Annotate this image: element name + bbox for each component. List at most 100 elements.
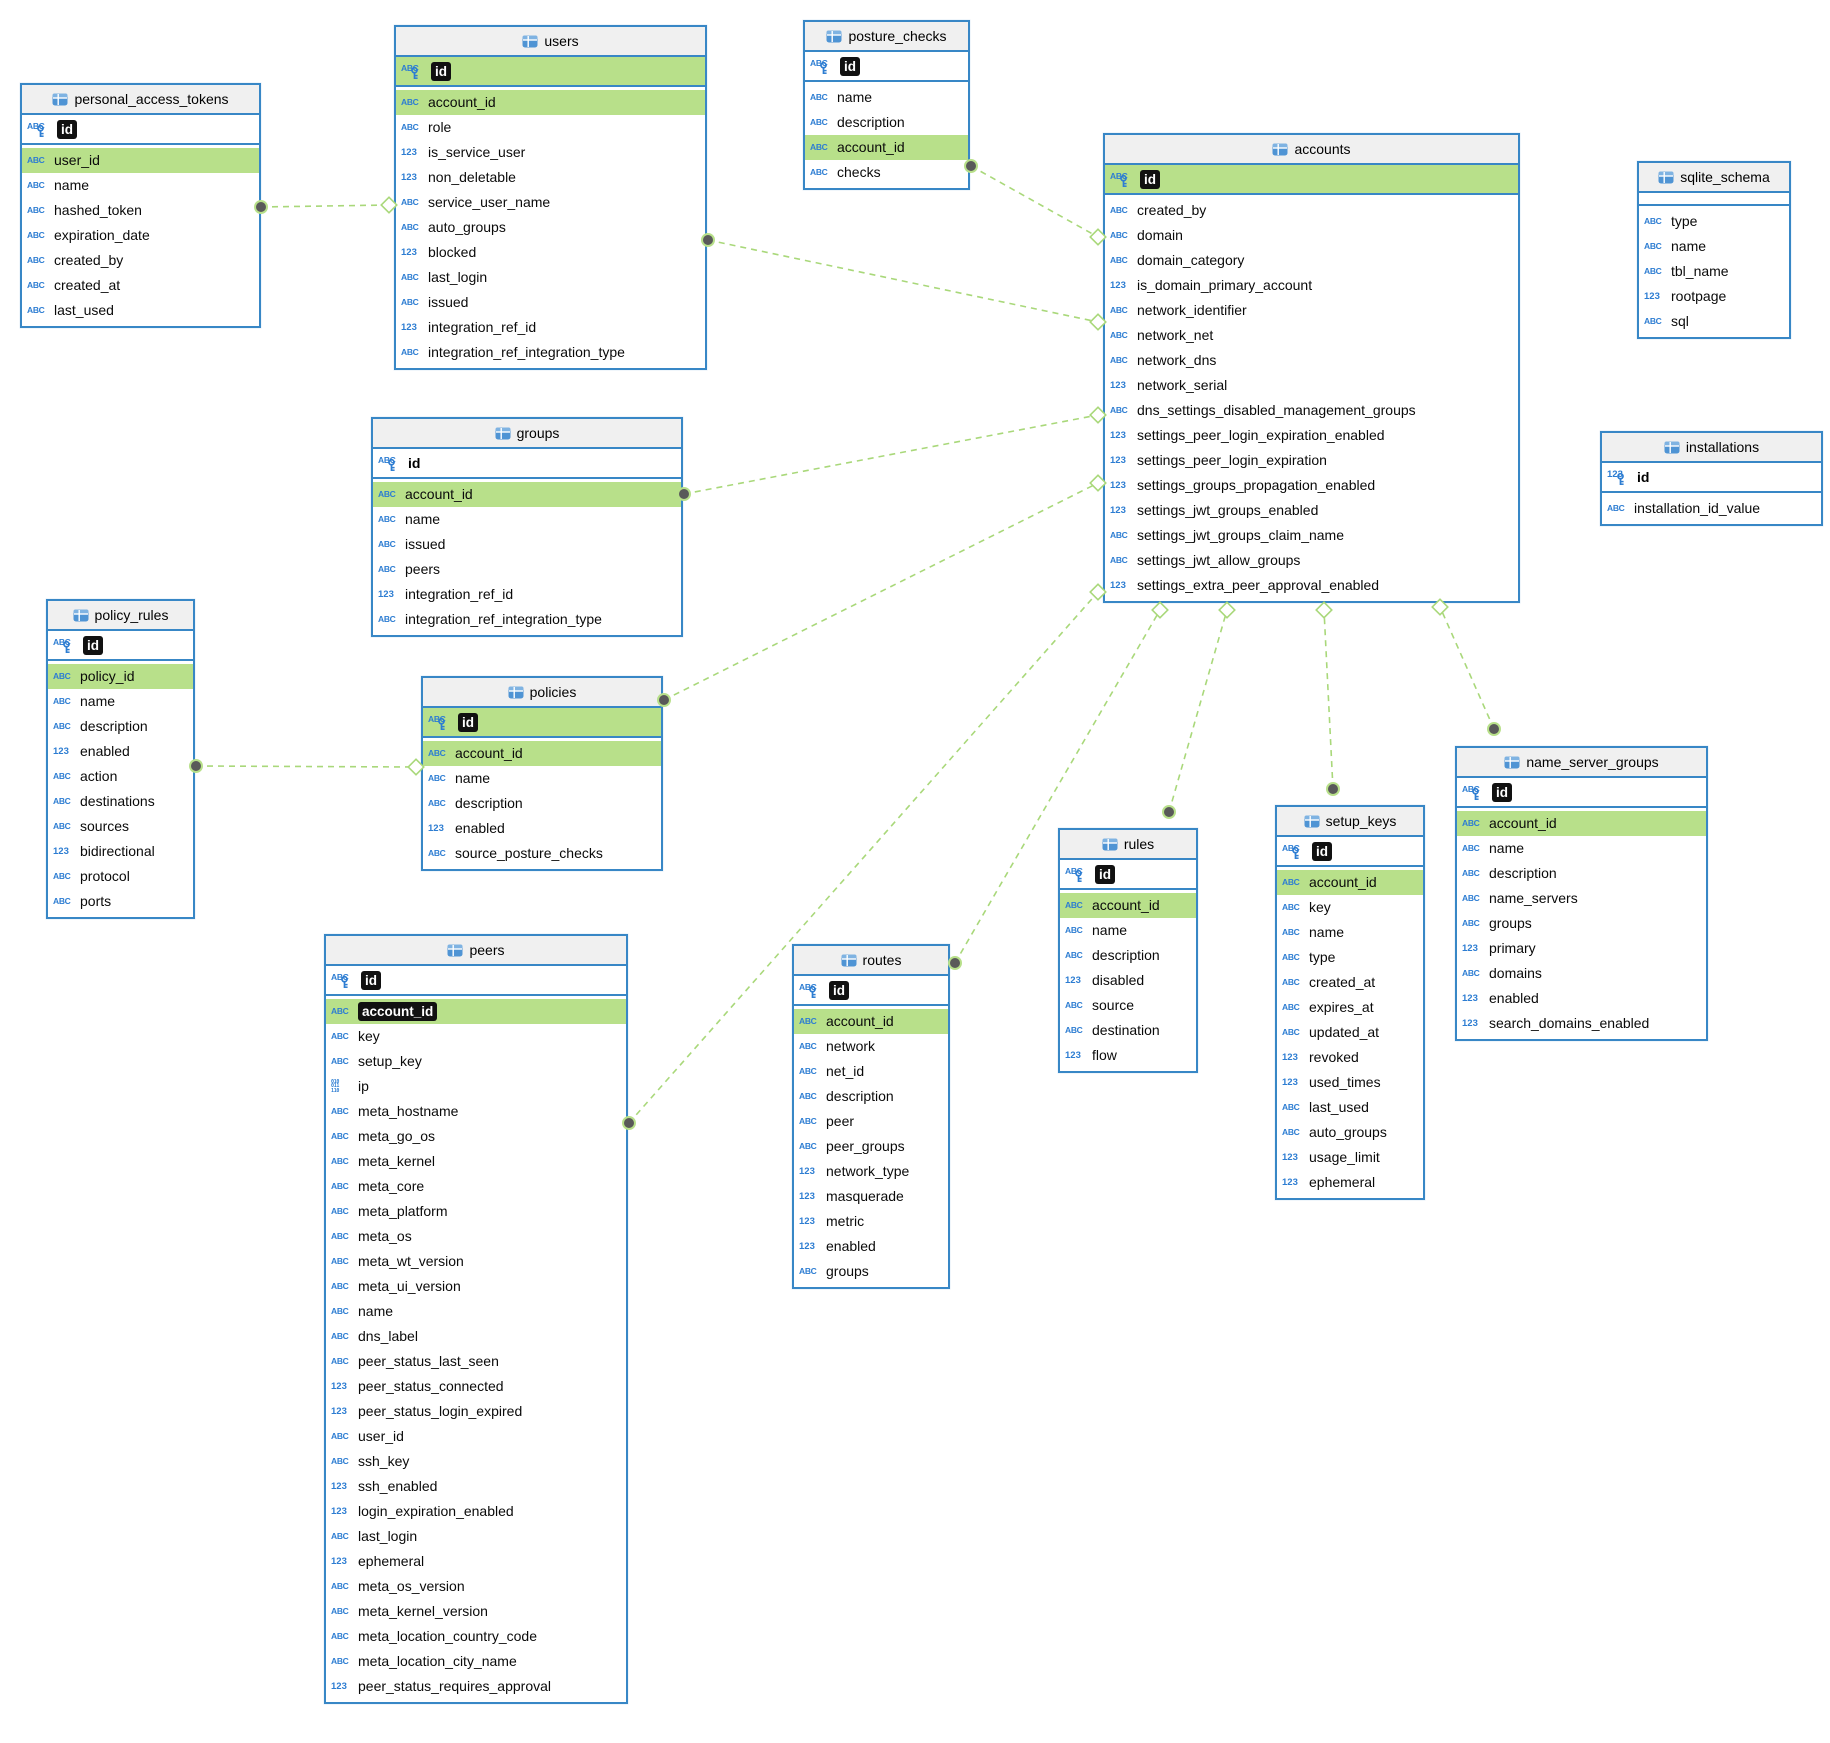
- relation-policies-to-accounts[interactable]: [657, 474, 1107, 707]
- relation-line[interactable]: [683, 414, 1099, 495]
- relation-rules-to-accounts[interactable]: [1162, 601, 1236, 819]
- table-header[interactable]: routes: [794, 946, 948, 976]
- relation-line[interactable]: [1323, 609, 1334, 790]
- table-header[interactable]: policies: [423, 678, 661, 708]
- table-header[interactable]: name_server_groups: [1457, 748, 1706, 778]
- relation-line[interactable]: [663, 482, 1099, 701]
- relation-line[interactable]: [260, 204, 390, 208]
- relation-name_server_groups-to-accounts[interactable]: [1431, 598, 1501, 736]
- relation-policy_rules-to-policies[interactable]: [189, 758, 425, 776]
- table-header[interactable]: rules: [1060, 830, 1196, 860]
- relation-line[interactable]: [1439, 606, 1495, 730]
- relation-groups-to-accounts[interactable]: [677, 406, 1107, 501]
- table-header[interactable]: installations: [1602, 433, 1821, 463]
- table-header[interactable]: users: [396, 27, 705, 57]
- table-header[interactable]: sqlite_schema: [1639, 163, 1789, 193]
- relation-line[interactable]: [195, 765, 417, 768]
- table-header[interactable]: accounts: [1105, 135, 1518, 165]
- table-header[interactable]: groups: [373, 419, 681, 449]
